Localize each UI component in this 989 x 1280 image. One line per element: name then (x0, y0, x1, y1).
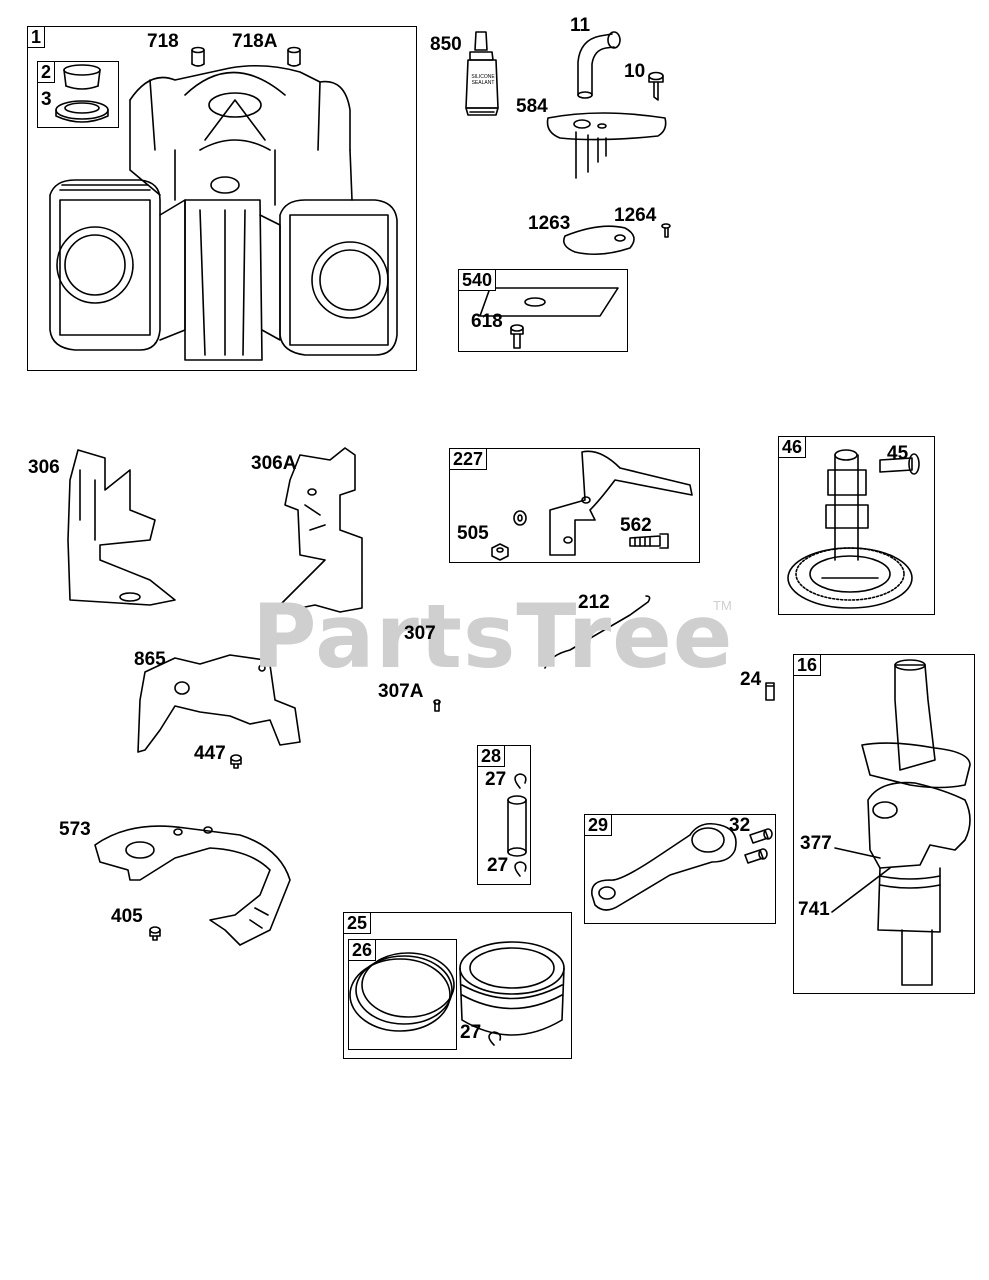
connecting-rod-29 (591, 822, 737, 911)
leader-741 (831, 867, 891, 913)
group-box-25[interactable]: 25 (343, 912, 572, 1059)
part-label-447[interactable]: 447 (194, 743, 226, 764)
part-label-562[interactable]: 562 (620, 515, 652, 536)
group-box-16-tag: 16 (793, 654, 822, 676)
pin-45 (879, 453, 920, 475)
oil-seal-3 (55, 100, 109, 123)
clip-27-bottom (514, 861, 527, 877)
part-label-741[interactable]: 741 (798, 899, 830, 920)
screw-405 (149, 926, 161, 941)
part-label-505[interactable]: 505 (457, 523, 489, 544)
bracket-227 (549, 450, 693, 556)
dowel-pin-718a (287, 46, 301, 67)
group-box-227-tag: 227 (449, 448, 488, 470)
air-guide-306a (279, 447, 363, 613)
part-label-377[interactable]: 377 (800, 833, 832, 854)
part-label-212[interactable]: 212 (578, 592, 610, 613)
part-label-718[interactable]: 718 (147, 31, 179, 52)
part-label-3[interactable]: 3 (41, 89, 52, 110)
cylinder-block-1 (49, 64, 398, 361)
partstree-watermark: PartsTree (252, 585, 734, 688)
sealant-tube-850 (465, 31, 499, 116)
group-box-46[interactable]: 46 (778, 436, 935, 615)
part-label-865[interactable]: 865 (134, 649, 166, 670)
group-box-2[interactable]: 2 (37, 61, 119, 128)
sealant-tube-label: SILICONE SEALANT (468, 74, 498, 86)
leader-377 (834, 847, 881, 859)
screw-32-bottom (744, 848, 768, 864)
nut-505 (491, 543, 509, 561)
part-label-718a[interactable]: 718A (232, 31, 278, 52)
part-label-1264[interactable]: 1264 (614, 205, 657, 226)
part-label-11[interactable]: 11 (570, 15, 591, 36)
group-box-26-tag: 26 (348, 939, 377, 961)
group-box-540[interactable]: 540 (458, 269, 628, 352)
group-box-1[interactable]: 1 (27, 26, 417, 371)
crankshaft-16 (861, 659, 971, 986)
group-box-540-tag: 540 (458, 269, 497, 291)
screw-562 (629, 533, 669, 549)
part-label-573[interactable]: 573 (59, 819, 91, 840)
lever-1263 (562, 225, 635, 256)
gasket-540 (479, 287, 619, 317)
group-box-16[interactable]: 16 (793, 654, 975, 994)
sealant-tube-label-line1: SILICONE (471, 74, 495, 80)
screw-1264 (661, 223, 671, 238)
back-plate-573 (94, 825, 291, 946)
piston-rings-26 (349, 952, 455, 1032)
part-label-307a[interactable]: 307A (378, 681, 424, 702)
clip-27-piston (488, 1031, 502, 1046)
part-label-27-pin-top[interactable]: 27 (485, 769, 507, 790)
breather-tube-11 (577, 31, 621, 99)
screw-10 (648, 71, 664, 101)
group-box-2-tag: 2 (37, 61, 56, 83)
screw-32-top (749, 828, 773, 844)
part-label-1263[interactable]: 1263 (528, 213, 571, 234)
screw-307a (433, 699, 441, 712)
group-box-25-tag: 25 (343, 912, 372, 934)
sealant-tube-label-line2: SEALANT (471, 80, 495, 86)
part-label-584[interactable]: 584 (516, 96, 548, 117)
air-guide-306 (67, 449, 176, 606)
part-label-405[interactable]: 405 (111, 906, 143, 927)
clip-27-top (514, 773, 527, 789)
group-box-28[interactable]: 28 (477, 745, 531, 885)
piston-pin-28 (507, 795, 527, 857)
camshaft-gear-46 (787, 449, 913, 609)
dowel-pin-718 (191, 46, 205, 67)
part-label-850[interactable]: 850 (430, 34, 462, 55)
part-label-306[interactable]: 306 (28, 457, 60, 478)
governor-link-212 (544, 595, 651, 669)
part-label-306a[interactable]: 306A (251, 453, 297, 474)
part-label-27-piston[interactable]: 27 (460, 1022, 482, 1043)
piston-25 (459, 941, 565, 1036)
screw-307 (436, 643, 444, 656)
group-box-29-tag: 29 (584, 814, 613, 836)
group-box-46-tag: 46 (778, 436, 807, 458)
part-label-24[interactable]: 24 (740, 669, 762, 690)
part-label-618[interactable]: 618 (471, 311, 503, 332)
group-box-26[interactable]: 26 (348, 939, 457, 1050)
screw-618 (510, 324, 524, 349)
baffle-865 (137, 654, 301, 753)
part-label-10[interactable]: 10 (624, 61, 646, 82)
screw-447 (230, 754, 242, 769)
washer-505 (513, 510, 527, 526)
part-label-45[interactable]: 45 (887, 443, 909, 464)
part-label-307[interactable]: 307 (404, 623, 436, 644)
group-box-28-tag: 28 (477, 745, 506, 767)
group-box-29[interactable]: 29 (584, 814, 776, 924)
part-label-27-pin-bottom[interactable]: 27 (487, 855, 509, 876)
part-label-32[interactable]: 32 (729, 815, 751, 836)
key-24 (765, 682, 775, 701)
trademark-symbol: TM (713, 598, 732, 613)
group-box-1-tag: 1 (27, 26, 46, 48)
bushing-2 (63, 64, 101, 90)
group-box-227[interactable]: 227 (449, 448, 700, 563)
bracket-584 (546, 112, 667, 179)
